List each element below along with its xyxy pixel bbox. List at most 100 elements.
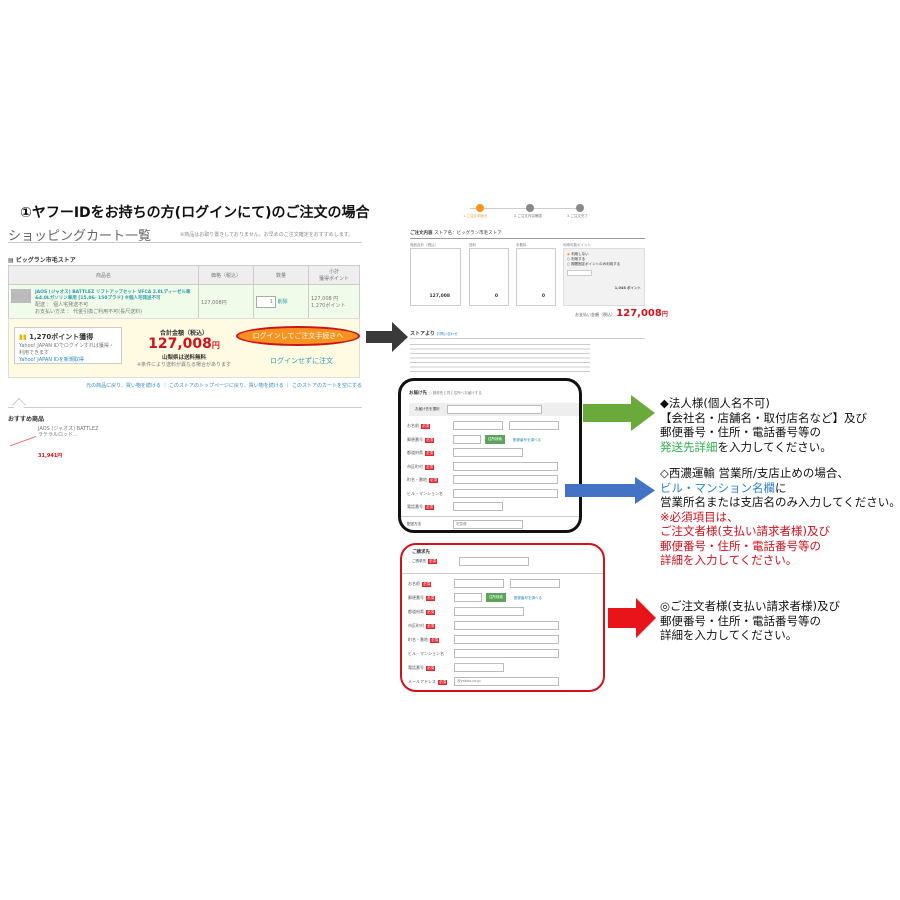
annotation-corporate: ◆法人様(個人名不可) 【会社名・店舗名・取付店名など】及び 郵便番号・住所・電… [660, 396, 867, 454]
radio-selected[interactable]: ◉ [567, 252, 571, 256]
delete-link[interactable]: 削除 [277, 299, 288, 305]
zip-lookup-link[interactable]: 郵便番号を調べる [514, 596, 542, 600]
address-input-6[interactable] [454, 663, 504, 672]
items-box: 127,008 [410, 248, 461, 306]
store-name: ▤ ビッグラン市毛ストア [8, 257, 76, 264]
last-name-input[interactable] [453, 421, 503, 430]
zip-lookup-link[interactable]: 郵便番号を調べる [513, 437, 541, 442]
points-input[interactable] [567, 270, 592, 276]
field-label: ビル・マンション名 [407, 490, 443, 496]
ann-line: 郵便番号・住所・電話番号等の [660, 425, 821, 439]
required-badge: 必須 [438, 680, 447, 685]
address-select[interactable] [447, 405, 542, 414]
divider [410, 338, 645, 339]
contents-store: ストア名：ビッグラン市毛ストア [434, 231, 502, 236]
guest-checkout-link[interactable]: ログインせずに注文 [270, 357, 333, 365]
address-input-3[interactable] [453, 461, 558, 471]
arrow-right-icon [366, 322, 408, 352]
form-row: お名前必須 [402, 579, 603, 591]
last-name-input[interactable] [454, 579, 504, 588]
zip-search-button[interactable]: 住所検索 [486, 593, 506, 602]
step-2-dot [526, 204, 534, 212]
payment-info: お支払い方法 ： 代金引換ご利用不可(長尺送料) [35, 309, 143, 315]
address-input-5[interactable] [454, 649, 559, 658]
cart-table: 商品名価格（税込）数量小計 獲得ポイント JAOS (ジャオス) BATTLEZ… [8, 265, 360, 320]
required-badge: 必須 [425, 464, 434, 470]
form-row: 市区町村必須 [401, 461, 579, 474]
fee-box: 0 [516, 248, 556, 306]
field-label: ビル・マンション名 [408, 651, 444, 656]
divider [8, 407, 362, 408]
field-label: 電話番号 [408, 665, 424, 670]
total-label: 合計金額（税込） [159, 330, 208, 337]
field-label-wrap: 郵便番号必須 [408, 595, 435, 601]
product-link[interactable]: JAOS (ジャオス) BATTLEZ リフトアップセット VFCA 2.8Lデ… [35, 290, 191, 301]
points-desc: Yahoo! JAPAN IDでログインすれば獲得・利用できます [19, 343, 114, 356]
field-label: 市区町村 [408, 623, 424, 628]
recommend-image[interactable] [10, 432, 36, 452]
order-yen: 円 [661, 311, 668, 318]
field-label: 都道府県 [408, 609, 424, 614]
point-option-2[interactable]: 期間固定ポイントのみ利用する [571, 262, 621, 266]
required-badge: 必須 [426, 610, 435, 615]
order-total-label: お支払い金額（税込） [575, 312, 615, 317]
field-label-wrap: お名前必須 [407, 423, 430, 429]
form-row: 郵便番号必須 住所検索 郵便番号を調べる [402, 593, 603, 605]
ann-green: 発送先詳細 [660, 439, 718, 454]
address-input-3[interactable] [454, 621, 559, 630]
ann-red: 郵便番号・住所・電話番号等の [660, 538, 821, 553]
register-link[interactable]: Yahoo! JAPAN IDを新規取得 [19, 357, 84, 363]
field-label: メールアドレス [408, 679, 436, 684]
form-row: ビル・マンション名 [402, 649, 603, 661]
red-arrow-icon [608, 598, 656, 638]
cart-links[interactable]: 元の商品に戻り、買い物を続ける ｜ このストアのトップページに戻り、買い物を続け… [86, 383, 362, 389]
address-input-6[interactable] [453, 502, 503, 511]
col-subtotal: 小計 獲得ポイント [308, 265, 360, 285]
form-row: 都道府県必須 [401, 448, 579, 460]
point-option-0[interactable]: 利用しない [571, 252, 589, 256]
required-badge: 必須 [426, 666, 435, 671]
required-badge: 必須 [430, 638, 439, 643]
items-total: 127,008 [429, 294, 451, 299]
required-badge: 必須 [426, 624, 435, 629]
required-badge: 必須 [422, 582, 431, 587]
price: 127,008円 [198, 284, 254, 320]
recommend-name[interactable]: JAOS (ジャオス) BATTLEZ ラテラルロッド... [38, 426, 99, 438]
zip-input[interactable] [454, 593, 482, 602]
qty-input[interactable]: 1 [256, 296, 276, 308]
zip-input[interactable] [453, 434, 481, 444]
address-input-4[interactable] [453, 475, 558, 484]
delivery-select[interactable]: 宅急便 [453, 520, 523, 529]
total-amount: 127,008 [148, 336, 212, 352]
first-name-input[interactable] [510, 579, 560, 588]
prefecture-select[interactable] [454, 607, 524, 616]
billing-select[interactable] [459, 557, 529, 566]
product-image[interactable] [11, 289, 31, 303]
point-option-1[interactable]: 利用する [571, 257, 586, 261]
store-message-text [410, 342, 590, 375]
contents-title: ご注文内容 [410, 231, 433, 236]
stepper-line [470, 208, 580, 209]
shipping-title: お届け先 ○ 請求先と同じ住所へお届けする [409, 391, 482, 396]
required-badge: 必須 [425, 437, 434, 443]
first-name-input[interactable] [509, 421, 559, 430]
field-label: 電話番号 [407, 504, 423, 509]
form-row: 電話番号必須 [401, 502, 579, 514]
address-input-4[interactable] [454, 635, 559, 644]
green-arrow-icon [583, 395, 655, 431]
blue-arrow-icon [565, 477, 655, 504]
prefecture-select[interactable] [453, 448, 523, 457]
store-msg-link[interactable]: お問い合わせ [436, 332, 458, 336]
same-address-option[interactable]: 請求先と同じ住所へお届けする [432, 391, 482, 395]
login-checkout-button[interactable]: ログインしてご注文手続きへ [236, 326, 360, 346]
recommend-title: おすすめ商品 [8, 416, 45, 423]
form-row: ビル・マンション名 [401, 488, 579, 501]
form-row: 町名・番地必須 [402, 635, 603, 647]
table-row: JAOS (ジャオス) BATTLEZ リフトアップセット VFCA 2.8Lデ… [8, 284, 360, 320]
zip-search-button[interactable]: 住所検索 [485, 434, 505, 444]
required-badge: 必須 [425, 451, 434, 456]
address-input-5[interactable] [453, 488, 558, 498]
email-input[interactable]: @yahoo.co.jp [454, 677, 559, 686]
field-label: お名前 [408, 581, 420, 586]
yen: 円 [211, 341, 220, 350]
